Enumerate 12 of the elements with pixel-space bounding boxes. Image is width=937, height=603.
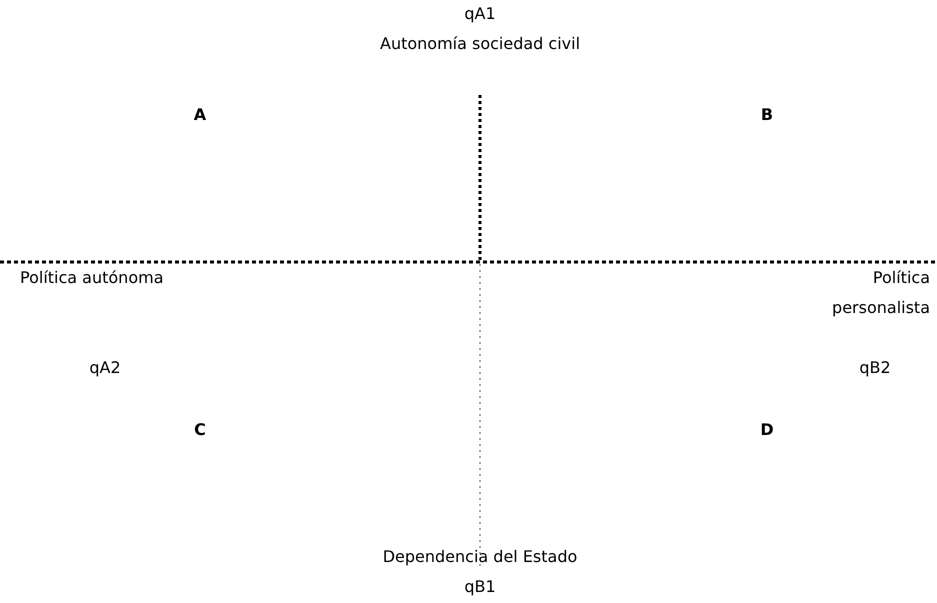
quadrant-letter: D xyxy=(760,419,774,441)
quadrant-letter: B xyxy=(760,104,774,126)
axis-label: Política personalista xyxy=(831,267,930,319)
axis-label: Dependencia del Estado xyxy=(382,546,578,568)
axis-label: qB1 xyxy=(464,576,496,598)
axis-label: qA2 xyxy=(89,357,121,379)
axis-label: Autonomía sociedad civil xyxy=(380,33,580,55)
quadrant-letter: C xyxy=(194,419,206,441)
axis-label: qA1 xyxy=(464,3,496,25)
axis-label: qB2 xyxy=(859,357,891,379)
axis-label: Política autónoma xyxy=(20,267,164,289)
quadrant-letter: A xyxy=(194,104,206,126)
